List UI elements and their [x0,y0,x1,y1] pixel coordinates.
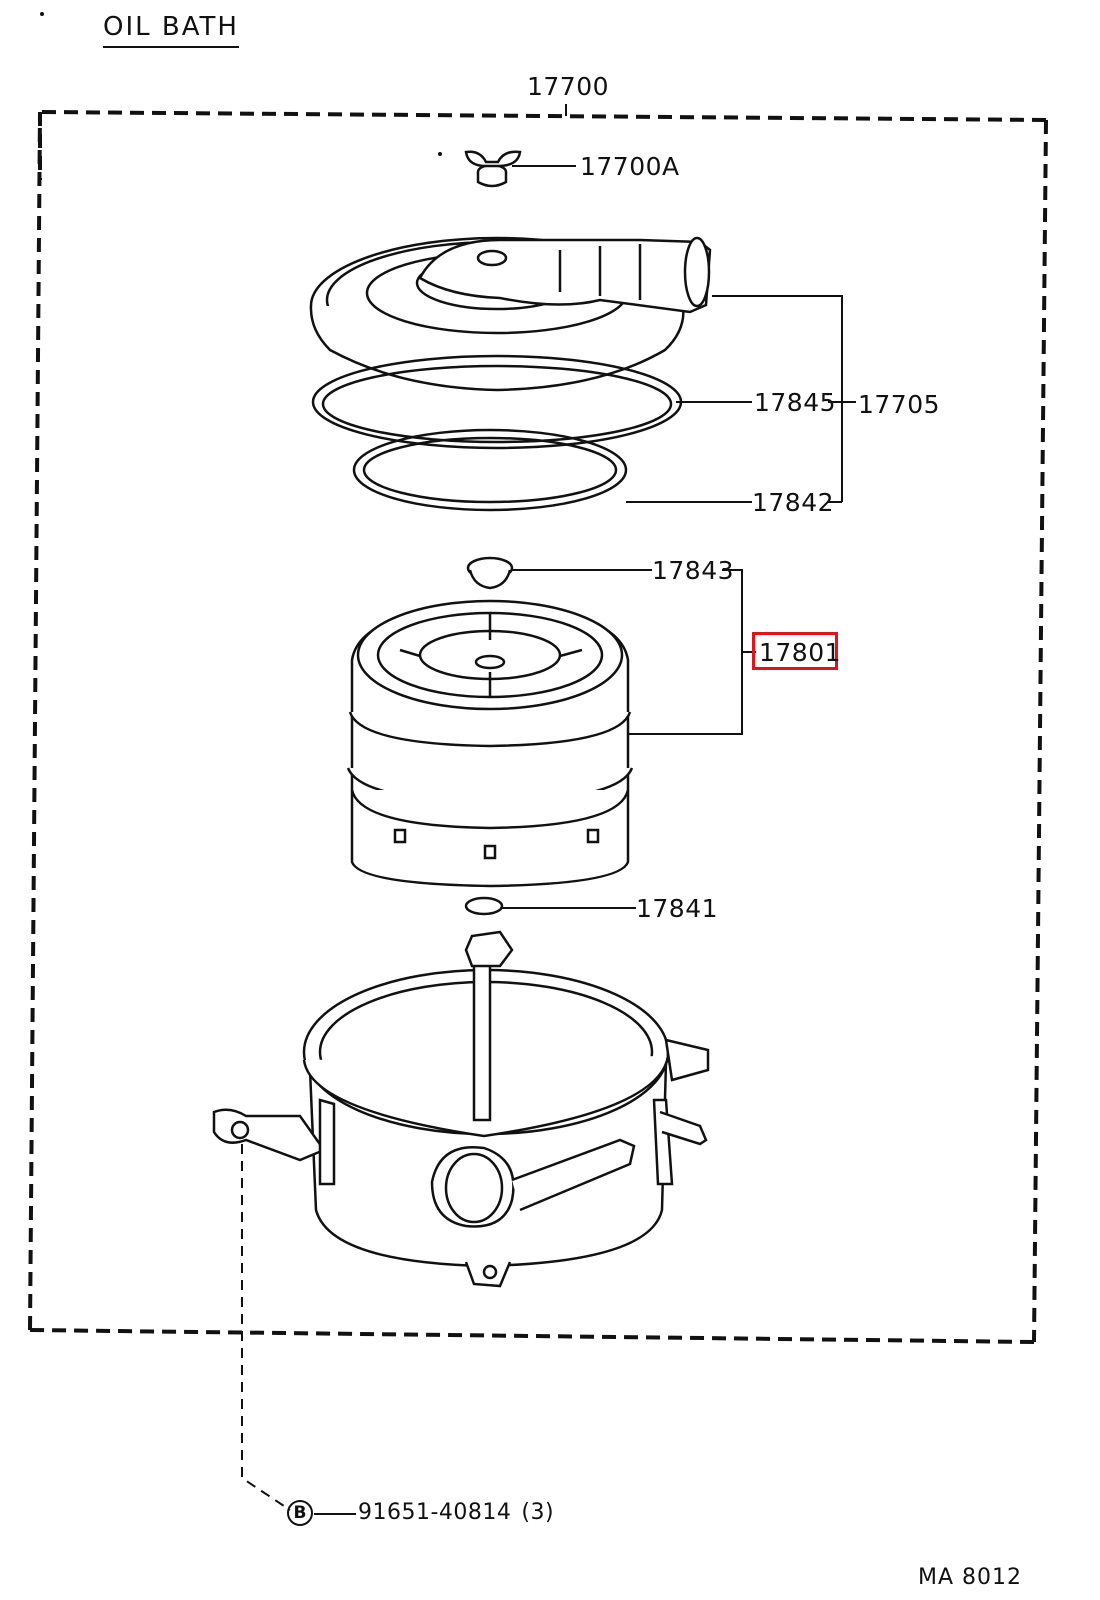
title: OIL BATH [103,12,239,48]
bolt-quantity: (3) [521,1500,555,1525]
highlight-box [752,632,838,670]
label-gasket-17842: 17842 [752,488,835,517]
gasket-inner [352,428,628,512]
air-cleaner-cap [309,236,712,392]
filter-element [346,599,634,888]
label-cap-17705: 17705 [858,390,941,419]
bolt-b-marker-icon: B [287,1500,313,1526]
bolt-part-number: 91651-40814 [358,1500,512,1525]
label-grommet-17843: 17843 [652,556,735,585]
label-element-17801: 17801 [759,638,842,667]
wing-nut [464,150,522,188]
bolt-leader [241,1144,291,1511]
oil-bath-case [212,930,710,1288]
label-bolt-part: 91651-40814 (3) [358,1502,554,1524]
label-grommet-17841: 17841 [636,894,719,923]
label-gasket-17845: 17845 [754,388,837,417]
label-assembly-17700: 17700 [527,72,610,101]
assembly-boundary [28,110,1048,1344]
grommet-lower [464,896,504,916]
label-wing-nut-17700a: 17700A [580,152,680,181]
scan-specks [40,12,442,156]
grommet-upper [466,556,514,590]
reference-code: MA 8012 [917,1565,1022,1590]
